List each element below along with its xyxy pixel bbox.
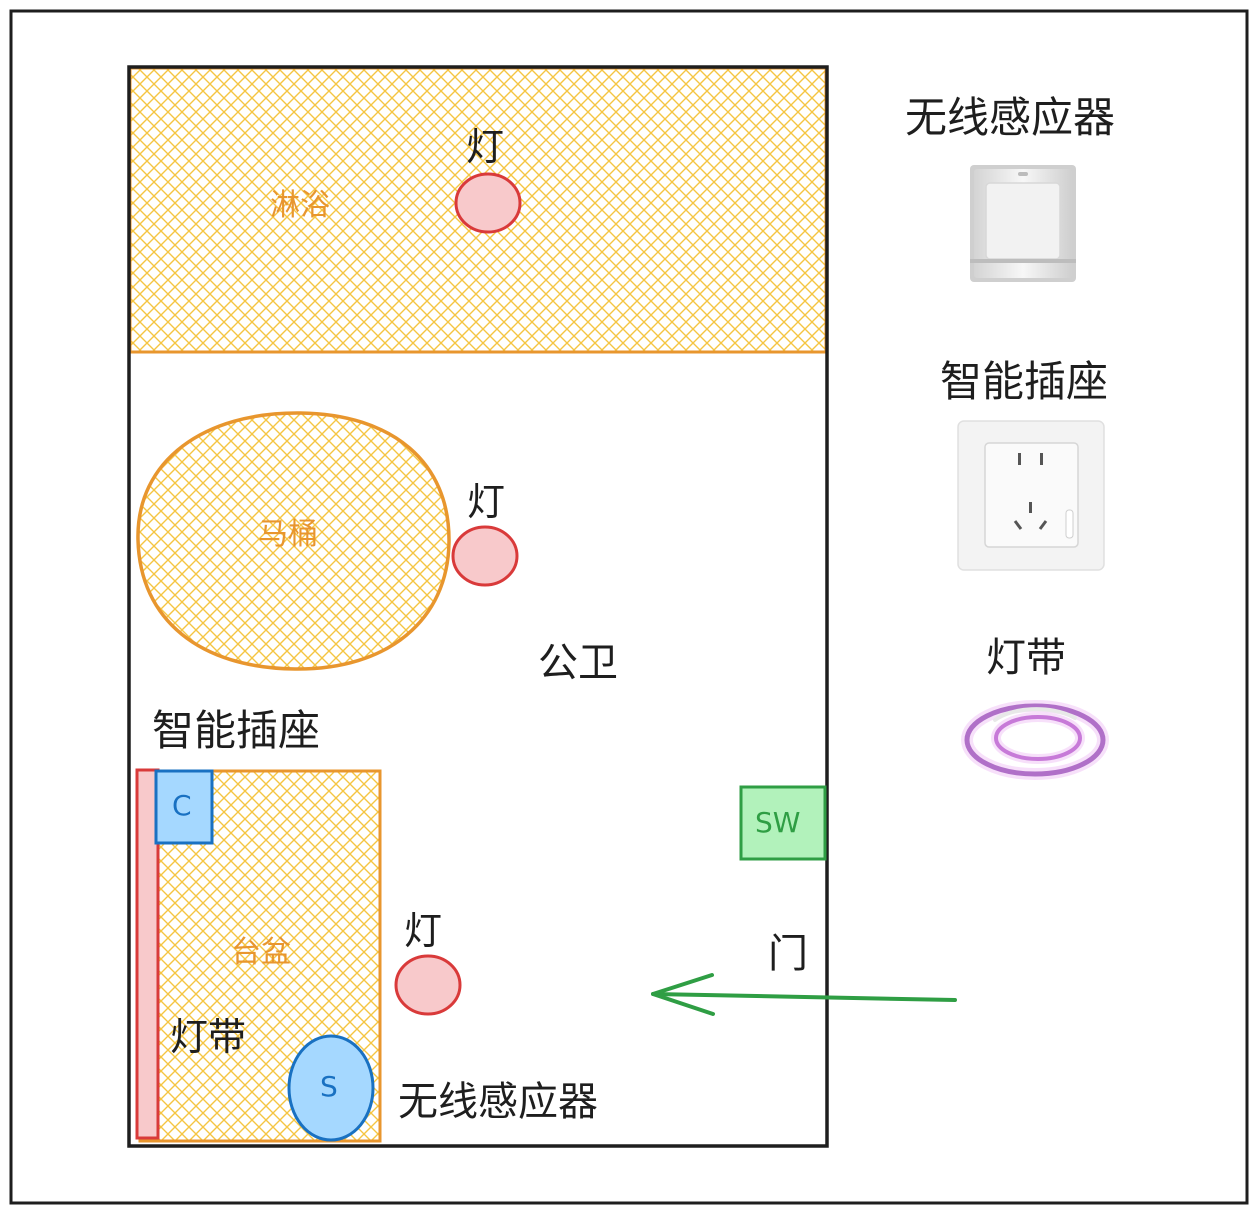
sensor-marker <box>287 1034 375 1142</box>
toilet-zone-label: 马桶 <box>258 517 318 552</box>
sensor-marker-label: S <box>320 1070 338 1103</box>
socket-marker-label: C <box>172 789 192 822</box>
toilet-light-label: 灯 <box>467 480 506 524</box>
legend-strip-title: 灯带 <box>986 635 1066 681</box>
toilet-zone <box>136 411 451 671</box>
door-label: 门 <box>768 931 808 977</box>
shower-light <box>454 172 522 234</box>
light-strip-label: 灯带 <box>170 1015 247 1059</box>
toilet-light <box>451 525 519 587</box>
wireless-sensor-label: 无线感应器 <box>398 1079 598 1125</box>
smart-socket-marker <box>154 769 214 845</box>
smart-socket-label: 智能插座 <box>152 706 321 755</box>
basin-light-label: 灯 <box>404 909 443 953</box>
bathroom-walls <box>127 65 829 1148</box>
legend-sensor-title: 无线感应器 <box>905 93 1116 142</box>
shower-light-label: 灯 <box>466 125 505 169</box>
basin-light <box>394 954 462 1016</box>
motion-sensor-icon <box>970 165 1076 282</box>
wall-socket-icon <box>957 420 1105 571</box>
room-label: 公卫 <box>538 640 618 686</box>
led-strip-icon <box>961 700 1109 780</box>
outer-frame <box>9 9 1249 1205</box>
legend-socket-title: 智能插座 <box>940 357 1109 406</box>
basin-zone-label: 台盆 <box>231 935 291 970</box>
switch-marker-label: SW <box>755 806 801 839</box>
switch-marker <box>739 785 827 861</box>
light-strip-bar <box>135 768 160 1140</box>
entry-arrow <box>651 973 957 1016</box>
shower-zone-label: 淋浴 <box>270 188 330 223</box>
